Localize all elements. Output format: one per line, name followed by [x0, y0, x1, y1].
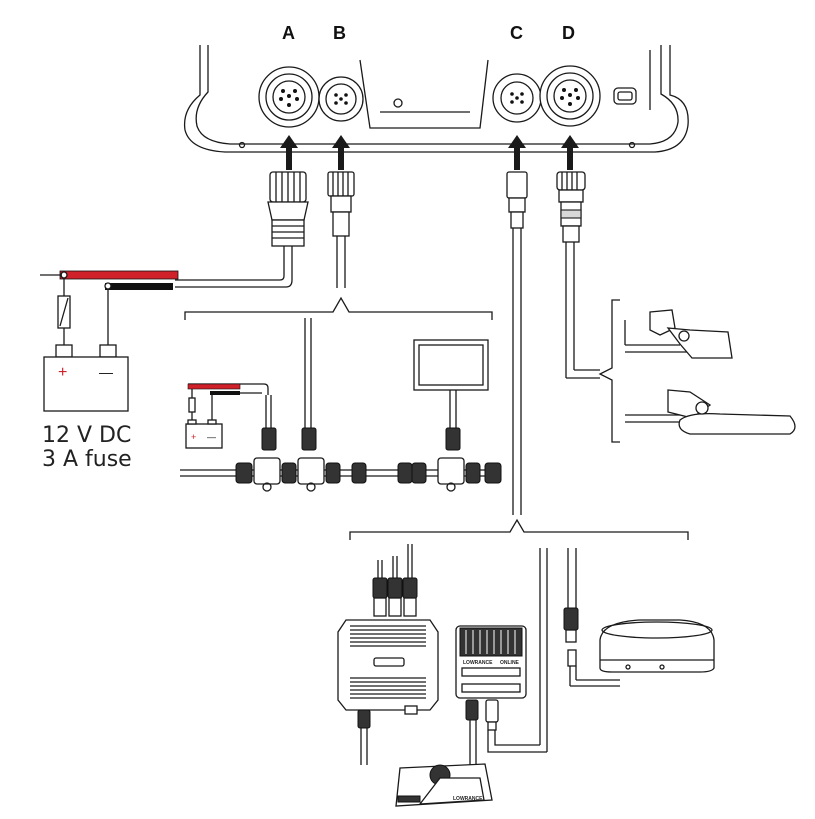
port-a-connector — [258, 66, 320, 128]
positive-wire — [59, 270, 179, 280]
arrow-a-icon — [280, 135, 298, 170]
ethernet-drops — [487, 548, 577, 753]
port-c-label: C — [510, 23, 523, 43]
port-d-connector — [539, 65, 601, 127]
port-d-label: D — [562, 23, 575, 43]
battery-minus: — — [99, 364, 113, 380]
sonar-hub-icon: LOWRANCE ONLINE — [455, 625, 527, 765]
sonar-module-icon — [337, 544, 439, 765]
svg-text:+: + — [191, 432, 196, 442]
structurescan-transducer-icon: LOWRANCE — [395, 763, 493, 807]
hub-brand-right: ONLINE — [500, 660, 520, 666]
arrow-c-icon — [508, 135, 526, 170]
transducer-bracket — [598, 299, 620, 443]
sonar-brand-label: LOWRANCE — [453, 796, 483, 802]
ethernet-bracket — [349, 518, 689, 540]
radar-icon — [563, 607, 715, 687]
arrow-b-icon — [332, 135, 350, 170]
battery-icon: + — — [43, 344, 129, 412]
thru-hull-transducer-icon — [625, 389, 796, 435]
port-a-label: A — [282, 23, 295, 43]
port-b-label: B — [333, 23, 346, 43]
nmea2000-network: + — — [180, 318, 502, 492]
hub-brand-left: LOWRANCE — [463, 660, 493, 666]
nmea2000-plug — [327, 171, 355, 288]
ethernet-plug — [506, 171, 528, 515]
transom-transducer-icon — [624, 309, 733, 359]
svg-text:—: — — [207, 432, 216, 442]
power-wires — [40, 270, 179, 345]
battery-plus: + — [58, 364, 67, 381]
network-display-icon — [413, 339, 489, 391]
port-b-connector — [318, 76, 364, 122]
arrow-d-icon — [561, 135, 579, 170]
power-cable-plug — [175, 171, 309, 288]
network-bracket — [184, 296, 493, 320]
negative-wire — [105, 283, 173, 290]
display-unit-rear — [183, 45, 689, 153]
fuse-label: 3 A fuse — [42, 447, 132, 472]
transducer-plug — [556, 171, 600, 379]
voltage-label: 12 V DC — [42, 424, 132, 448]
port-c-connector — [492, 73, 542, 123]
connection-arrows — [280, 135, 579, 170]
